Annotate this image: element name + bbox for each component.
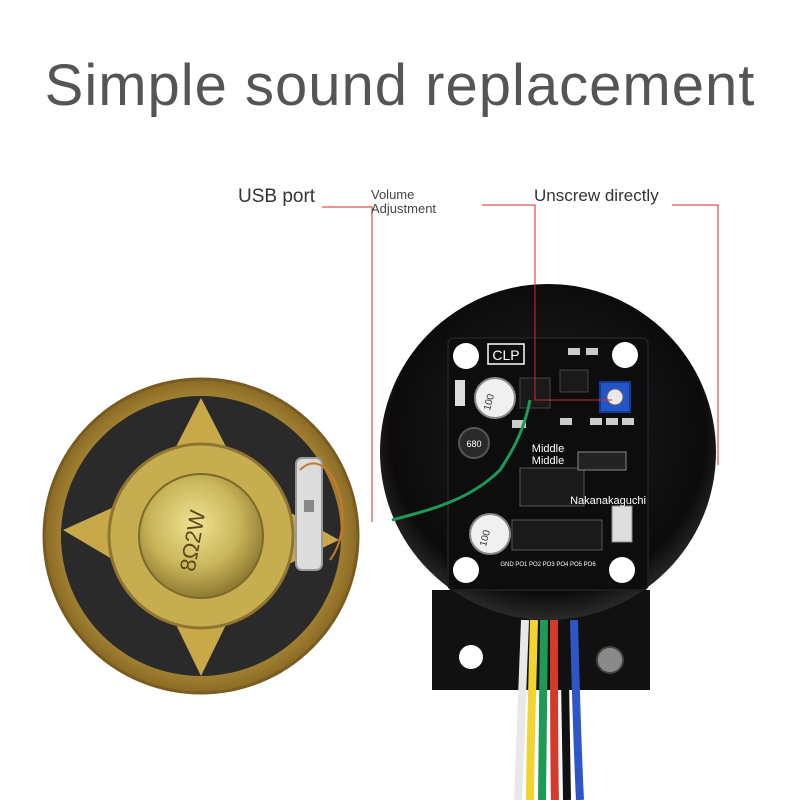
speaker: 8Ω2W [42, 377, 360, 695]
header-pins [577, 451, 627, 471]
pcb-mount-hole [453, 343, 479, 369]
volume-label-line2: Adjustment [371, 201, 437, 216]
inductor [458, 427, 490, 459]
wire-bundle [514, 619, 584, 800]
unscrew-callout-line [672, 204, 719, 465]
capacitor-label: 100 [482, 392, 497, 411]
headline: Simple sound replacement [44, 53, 756, 118]
potentiometer-knob [606, 388, 624, 406]
speaker-terminal [295, 457, 323, 571]
secondary-chip [511, 519, 603, 551]
speaker-magnet [138, 473, 264, 599]
capacitor [469, 513, 511, 555]
volume-label-line1: Volume [371, 187, 415, 202]
usb-callout-line [322, 206, 373, 522]
main-chip [519, 467, 585, 507]
maker-label: Nakanakaguchi [570, 495, 646, 507]
volume-adjustment-label: Volume Adjustment [371, 188, 436, 216]
chip-label-2: Middle [532, 455, 564, 467]
callout-lines [322, 204, 719, 522]
speaker-terminal-hole [304, 500, 314, 512]
pin-row-label: GND PO1 PO2 PO3 PO4 PO5 PO6 [500, 562, 596, 568]
mounting-screw [596, 646, 624, 674]
volume-callout-line [482, 204, 612, 401]
unscrew-label: Unscrew directly [534, 186, 659, 205]
sound-module: CLP 100 100 680 [380, 284, 716, 800]
pcb-mount-hole [612, 342, 638, 368]
smd-components [455, 348, 634, 543]
pcb-brand-label: CLP [492, 347, 519, 363]
pcb-mount-hole [609, 557, 635, 583]
speaker-lead-wire [299, 462, 344, 561]
usb-port-label: USB port [238, 186, 316, 207]
mounting-hole [459, 645, 483, 669]
pcb-mount-hole [453, 557, 479, 583]
capacitor [474, 377, 516, 419]
green-wire [391, 399, 532, 522]
chip-label: Middle [532, 443, 564, 455]
inductor-label: 680 [466, 439, 481, 449]
capacitor-label: 100 [478, 528, 493, 547]
volume-potentiometer [599, 381, 631, 413]
pcb-brand-box [487, 343, 525, 365]
